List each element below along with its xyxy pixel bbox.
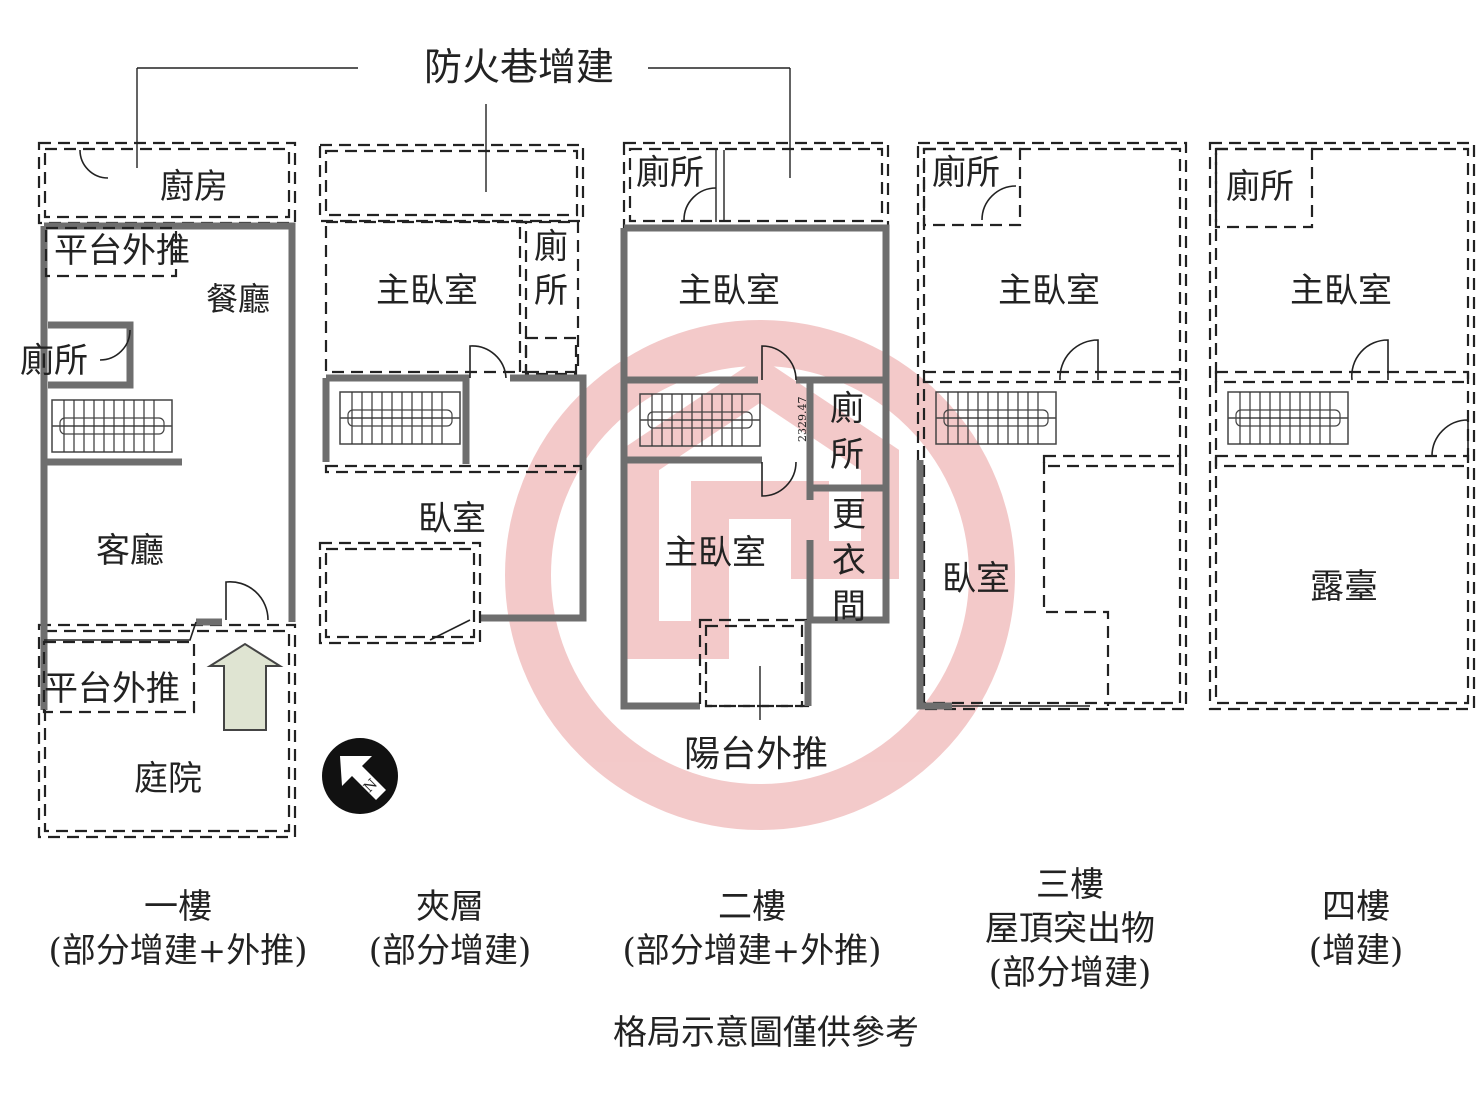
room-bedroom-mezz: 臥室 [418, 499, 486, 539]
room-courtyard: 庭院 [134, 759, 202, 799]
room-toilet-mezz-2: 所 [534, 271, 568, 311]
room-toilet-mezz-1: 廁 [534, 227, 568, 267]
room-kitchen: 廚房 [160, 167, 228, 207]
room-master-mezz: 主臥室 [376, 271, 478, 311]
caption-2f-title: 二樓 [718, 887, 786, 927]
room-toilet-3f: 廁所 [932, 153, 1000, 193]
room-toilet-1f: 廁所 [20, 341, 88, 381]
caption-mezz-note: (部分增建) [369, 931, 532, 971]
watermark-logo [505, 320, 1015, 830]
room-toilet-2f-side-1: 廁 [830, 389, 864, 429]
room-closet-2: 衣 [832, 541, 866, 581]
caption-1f-title: 一樓 [144, 887, 212, 927]
room-bedroom-3f: 臥室 [942, 559, 1010, 599]
room-terrace-4f: 露臺 [1310, 567, 1378, 607]
north-arrow-icon [322, 738, 398, 814]
fire-lane-leader [136, 67, 791, 192]
room-toilet-4f: 廁所 [1226, 167, 1294, 207]
balcony-push-label: 陽台外推 [684, 734, 828, 775]
fire-lane-label: 防火巷增建 [424, 45, 614, 89]
caption-3f-subtitle: 屋頂突出物 [985, 909, 1155, 949]
caption-mezz-title: 夾層 [416, 887, 484, 927]
room-toilet-2f-front: 廁所 [636, 153, 704, 193]
caption-2f-note: (部分增建+外推) [622, 931, 881, 971]
caption-3f-title: 三樓 [1036, 865, 1104, 905]
room-toilet-2f-side-2: 所 [830, 435, 864, 475]
dimension-label: 2329.47 [796, 397, 809, 443]
room-master-2f-front: 主臥室 [678, 271, 780, 311]
room-dining: 餐廳 [206, 280, 270, 318]
caption-3f-note: (部分增建) [989, 953, 1152, 993]
room-platform-back: 平台外推 [44, 669, 180, 709]
caption-4f-note: (增建) [1309, 931, 1404, 971]
room-closet-3: 間 [832, 587, 866, 627]
floor-3-plan [916, 141, 1188, 711]
room-platform-front: 平台外推 [54, 231, 190, 271]
room-living: 客廳 [96, 531, 164, 571]
room-master-3f: 主臥室 [998, 271, 1100, 311]
room-closet-1: 更 [832, 495, 866, 535]
room-master-2f-back: 主臥室 [664, 533, 766, 573]
caption-1f-note: (部分增建+外推) [48, 931, 307, 971]
floor-2-plan [620, 141, 890, 720]
caption-4f-title: 四樓 [1322, 887, 1390, 927]
floor-4-plan [1208, 141, 1476, 711]
room-master-4f: 主臥室 [1290, 271, 1392, 311]
mezzanine-plan [318, 143, 587, 645]
footer-disclaimer: 格局示意圖僅供參考 [613, 1013, 919, 1053]
floor-1-plan [37, 141, 297, 839]
